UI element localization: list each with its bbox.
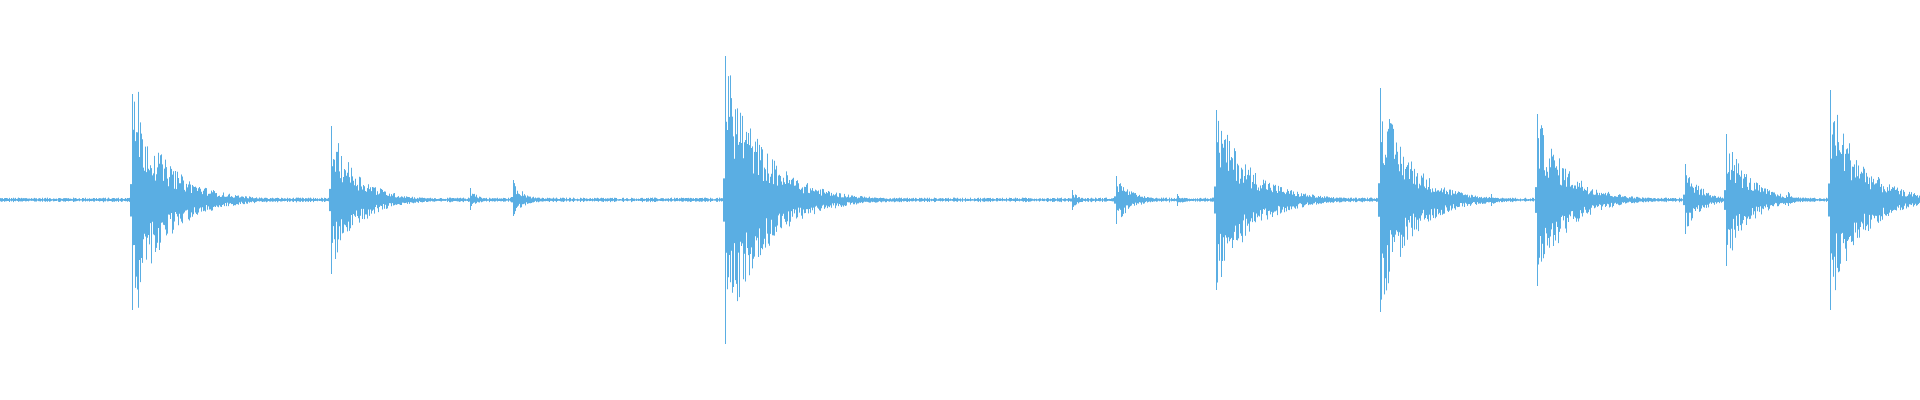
audio-waveform[interactable] — [0, 0, 1920, 400]
waveform-canvas[interactable] — [0, 0, 1920, 400]
